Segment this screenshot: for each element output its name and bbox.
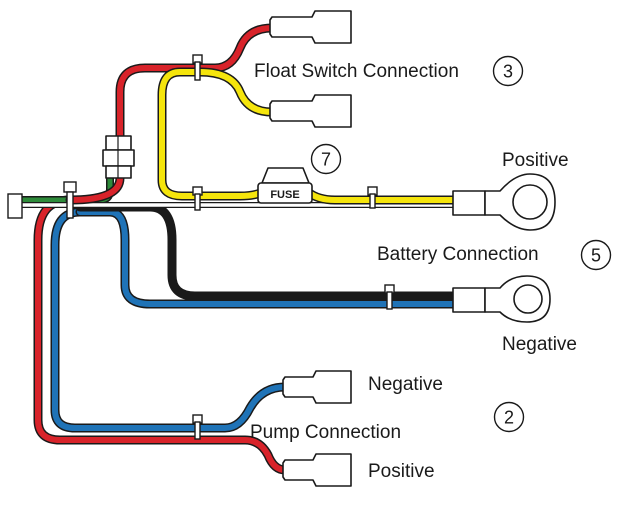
spade-connector-float-top: [269, 10, 352, 44]
label-positive-pump: Positive: [368, 461, 435, 482]
cable-tie: [194, 193, 201, 211]
callout-number: 3: [503, 62, 513, 82]
callout-number: 5: [591, 246, 601, 266]
label-positive-battery: Positive: [502, 150, 569, 171]
callout-float-switch: 3: [492, 55, 524, 87]
cable-tie: [194, 421, 201, 440]
callout-number: 7: [321, 150, 331, 170]
callout-fuse: 7: [310, 143, 342, 175]
label-negative-pump: Negative: [368, 374, 443, 395]
cable-tie: [386, 291, 393, 310]
red-wire-pump: [35, 197, 288, 473]
blue-wire-battery: [77, 209, 458, 307]
yellow-wire-float: [159, 69, 275, 199]
cable-tie: [63, 181, 77, 193]
wires: [16, 23, 460, 475]
cable-ties: [63, 54, 395, 440]
black-wire-battery: [77, 204, 458, 299]
callout-pump: 2: [493, 401, 525, 433]
label-pump-connection: Pump Connection: [250, 422, 401, 443]
cable-tie: [194, 61, 201, 81]
ring-terminal-negative: [452, 275, 551, 323]
fuse-label: FUSE: [270, 189, 299, 201]
spade-connector-float-bottom: [269, 94, 352, 128]
callout-battery: 5: [580, 239, 612, 271]
spade-connector-pump-positive: [282, 453, 352, 487]
callout-number: 2: [504, 408, 514, 428]
fuse-holder: FUSE: [257, 167, 313, 204]
cable-tie: [66, 191, 74, 219]
ring-terminal-positive: [452, 173, 556, 231]
label-battery-connection: Battery Connection: [377, 244, 539, 265]
red-wire-float: [67, 25, 275, 203]
cable-tie: [369, 193, 376, 209]
inline-connector: [102, 135, 135, 179]
label-negative-battery: Negative: [502, 334, 577, 355]
label-float-switch-connection: Float Switch Connection: [254, 61, 459, 82]
spade-connector-pump-negative: [282, 370, 352, 404]
cable-end: [7, 193, 23, 219]
blue-wire-pump: [52, 209, 288, 431]
